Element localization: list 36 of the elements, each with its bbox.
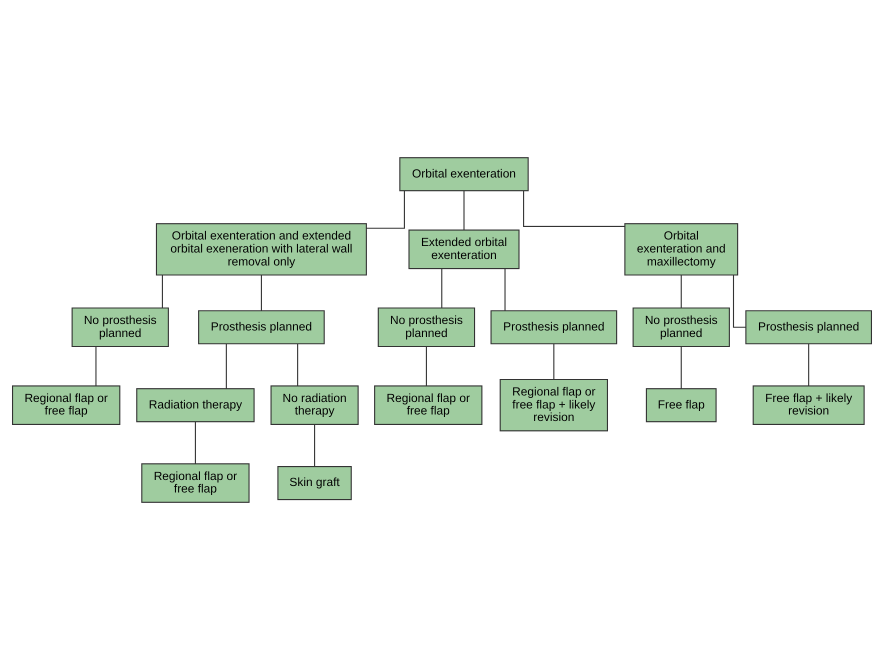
node-box: No prosthesis planned xyxy=(632,307,730,348)
node-box: No prosthesis planned xyxy=(72,307,169,348)
node-box: No radiation therapy xyxy=(270,385,359,425)
node-box: Orbital exenteration and maxillectomy xyxy=(624,223,738,276)
connector xyxy=(366,190,405,229)
node-box: Radiation therapy xyxy=(136,388,255,422)
node-box: Prosthesis planned xyxy=(745,310,872,344)
node-box: Regional flap or free flap xyxy=(12,385,120,425)
node-box: Regional flap or free flap xyxy=(141,463,250,503)
node-box: Prosthesis planned xyxy=(490,310,618,344)
node-box: No prosthesis planned xyxy=(378,307,476,348)
connector xyxy=(680,346,682,388)
node-box: Skin graft xyxy=(277,466,352,500)
connector xyxy=(463,190,465,230)
connector xyxy=(553,344,554,380)
connector xyxy=(314,424,316,466)
node-box: Orbital exenteration xyxy=(399,157,529,192)
connector xyxy=(95,346,96,386)
connector xyxy=(162,275,163,308)
node-box: Free flap xyxy=(646,388,717,422)
connector xyxy=(680,275,682,308)
node-box: Regional flap or free flap + likely revision xyxy=(500,378,608,432)
connector xyxy=(808,344,810,386)
node-box: Free flap + likely revision xyxy=(752,385,865,425)
connector xyxy=(523,190,625,227)
connector xyxy=(504,268,506,311)
node-box: Prosthesis planned xyxy=(198,310,325,344)
node-box: Regional flap or free flap xyxy=(374,385,482,425)
connector xyxy=(260,275,262,311)
node-box: Extended orbital exenteration xyxy=(408,230,520,270)
connector xyxy=(226,344,227,389)
connector xyxy=(194,422,196,464)
node-box: Orbital exenteration and extended orbital exeneration with lateral wall removal only xyxy=(156,223,367,276)
connector xyxy=(426,346,427,386)
connector xyxy=(297,344,298,386)
connector xyxy=(441,268,442,308)
